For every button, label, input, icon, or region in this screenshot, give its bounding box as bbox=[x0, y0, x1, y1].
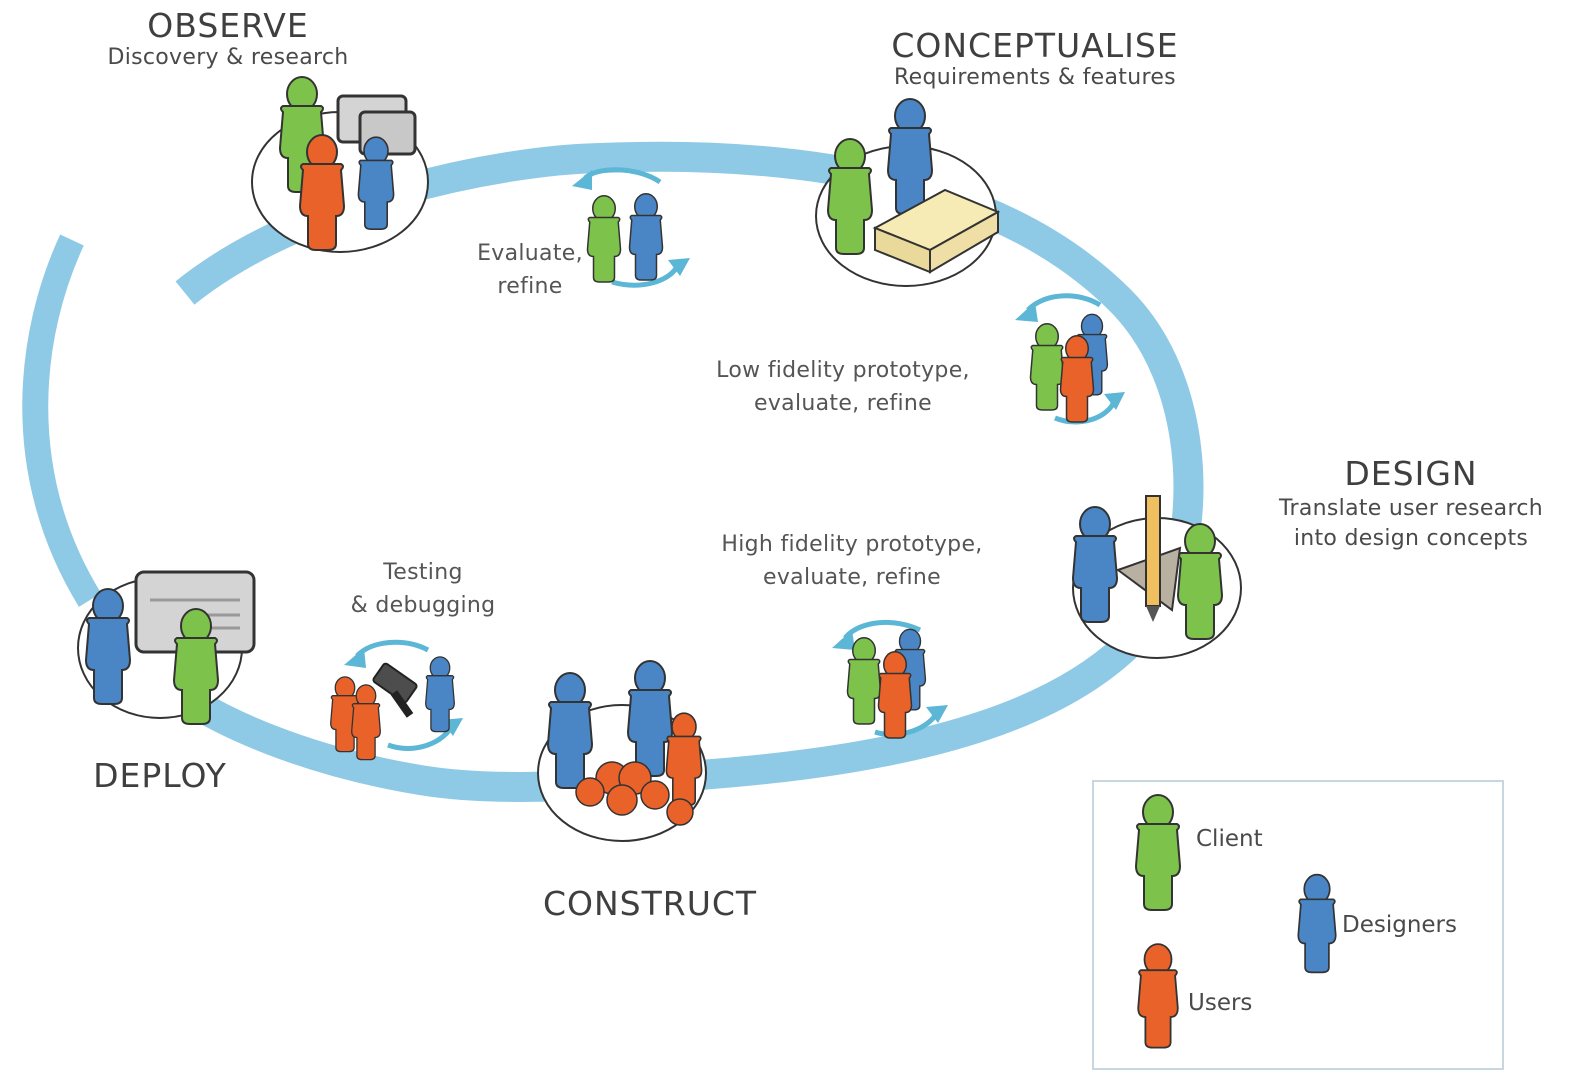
conceptualise-subtitle: Requirements & features bbox=[894, 65, 1176, 90]
low-fi-label: Low fidelity prototype, evaluate, refine bbox=[683, 354, 1003, 420]
conceptualise-label: CONCEPTUALISE Requirements & features bbox=[865, 28, 1205, 92]
legend-users-label: Users bbox=[1188, 990, 1253, 1016]
deploy-group bbox=[77, 570, 256, 725]
legend-designers-label: Designers bbox=[1342, 912, 1457, 938]
low-fi-iteration bbox=[1015, 293, 1125, 425]
design-title: DESIGN bbox=[1344, 454, 1478, 493]
construct-title: CONSTRUCT bbox=[542, 884, 758, 923]
testing-label: Testing & debugging bbox=[325, 556, 521, 622]
construct-label: CONSTRUCT bbox=[520, 886, 780, 922]
high-fi-iteration bbox=[832, 619, 948, 739]
high-fi-line1: High fidelity prototype, bbox=[721, 532, 983, 557]
low-fi-line2: evaluate, refine bbox=[754, 391, 932, 416]
high-fi-label: High fidelity prototype, evaluate, refin… bbox=[688, 528, 1016, 594]
high-fi-line2: evaluate, refine bbox=[763, 565, 941, 590]
design-subtitle-line1: Translate user research bbox=[1279, 496, 1543, 521]
conceptualise-group bbox=[815, 98, 1001, 287]
design-subtitle-line2: into design concepts bbox=[1293, 526, 1529, 551]
low-fi-line1: Low fidelity prototype, bbox=[716, 358, 970, 383]
construct-group bbox=[537, 660, 707, 842]
observe-title: OBSERVE bbox=[147, 6, 309, 45]
deploy-label: DEPLOY bbox=[60, 758, 260, 794]
evaluate-iteration bbox=[572, 167, 690, 288]
legend-client-label: Client bbox=[1196, 826, 1263, 852]
evaluate-line1: Evaluate, bbox=[477, 241, 583, 266]
testing-line1: Testing bbox=[383, 560, 463, 585]
design-label: DESIGN Translate user research into desi… bbox=[1252, 456, 1570, 553]
testing-iteration bbox=[330, 639, 463, 761]
deploy-title: DEPLOY bbox=[93, 756, 227, 795]
evaluate-line2: refine bbox=[497, 274, 563, 299]
design-group bbox=[1072, 495, 1242, 659]
testing-line2: & debugging bbox=[350, 593, 496, 618]
conceptualise-title: CONCEPTUALISE bbox=[891, 26, 1179, 65]
cycle-band-outer bbox=[22, 234, 102, 607]
observe-subtitle: Discovery & research bbox=[107, 45, 349, 70]
evaluate-label: Evaluate, refine bbox=[445, 237, 615, 303]
observe-label: OBSERVE Discovery & research bbox=[88, 8, 368, 72]
observe-group bbox=[251, 76, 429, 253]
